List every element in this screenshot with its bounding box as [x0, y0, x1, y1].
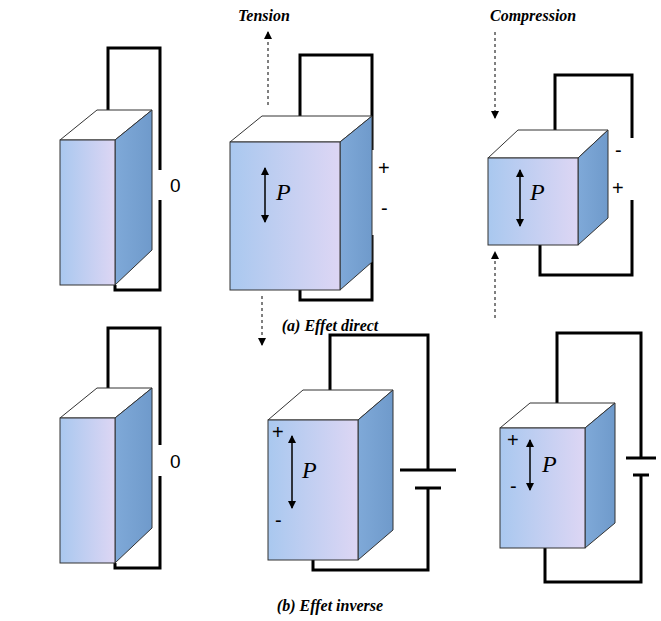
voltage-reading: 0: [170, 452, 181, 471]
polarity-sign: +: [507, 430, 519, 450]
force-arrows: [262, 32, 495, 345]
polarization-label: P: [542, 452, 557, 476]
force-label: Compression: [490, 8, 576, 24]
polarization-arrows: [265, 168, 530, 508]
polarity-sign: -: [275, 510, 282, 530]
caption: (b) Effet inverse: [277, 598, 383, 614]
polarity-sign: -: [510, 476, 517, 496]
wires: [108, 48, 656, 582]
polarization-label: P: [302, 458, 317, 482]
caption: (a) Effet direct: [282, 318, 379, 334]
crystal-blocks: [60, 110, 615, 563]
polarization-label: P: [276, 180, 291, 204]
polarity-sign: -: [615, 140, 622, 160]
force-label: Tension: [238, 8, 290, 24]
polarization-label: P: [530, 180, 545, 204]
voltage-reading: 0: [170, 176, 181, 195]
polarity-sign: +: [612, 178, 624, 198]
polarity-sign: +: [272, 422, 284, 442]
polarity-sign: -: [381, 198, 388, 218]
polarity-sign: +: [378, 158, 390, 178]
